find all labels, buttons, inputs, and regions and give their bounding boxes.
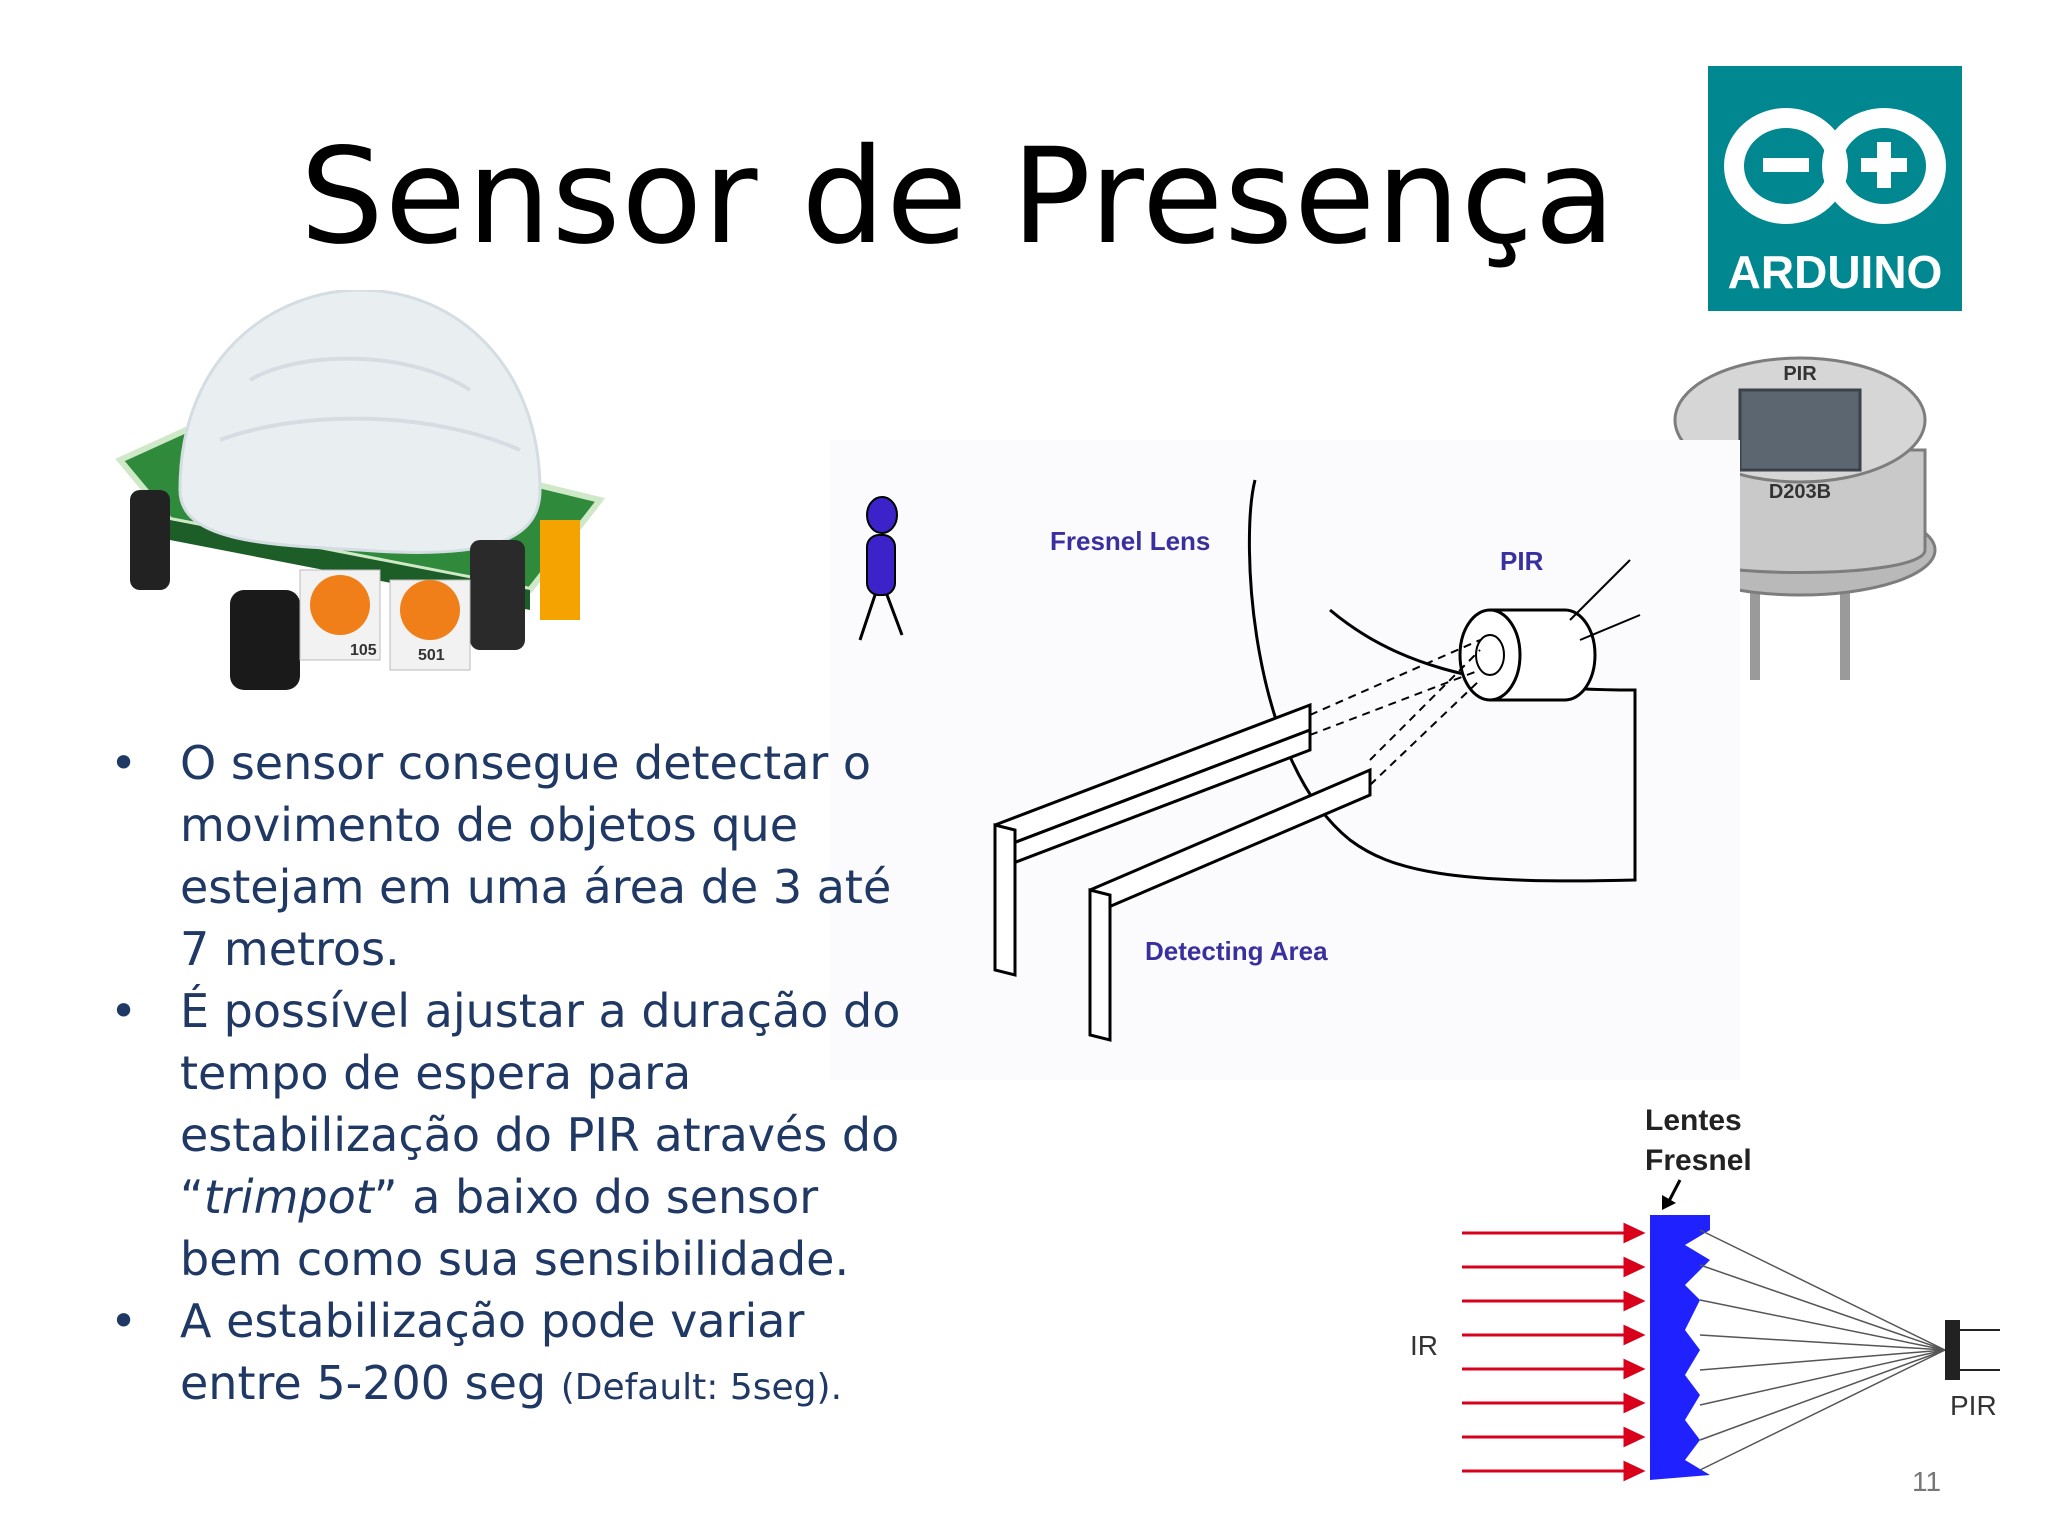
beam-line (1369, 649, 1481, 761)
focus-ray (1699, 1349, 1946, 1371)
ir-ray-arrowhead (1623, 1426, 1646, 1448)
pir-label: PIR (1500, 546, 1544, 576)
bullet-dot: • (110, 984, 138, 1038)
fresnel-lens-profile (1650, 1215, 1710, 1480)
beam-line (1309, 669, 1481, 736)
lens-label-line2: Fresnel (1645, 1144, 1752, 1177)
lens-ray-diagram: Lentes Fresnel IR PIR (1410, 1104, 2000, 1482)
pir-lead (1569, 559, 1631, 621)
sensor-window (1738, 388, 1862, 472)
bullet-text: ” a baixo do sensor bem como sua sensibi… (180, 1170, 850, 1286)
bullet-text: É possível ajustar a duração do tempo de… (180, 984, 901, 1224)
area-bar-front (993, 823, 1017, 977)
ir-ray-arrowhead (1623, 1358, 1646, 1380)
trimpot-b (400, 580, 460, 640)
dome-facet-line (248, 356, 472, 392)
trimpot-a (310, 575, 370, 635)
bullet-item: • A estabilização pode variar entre 5-20… (110, 1290, 910, 1419)
ir-ray-arrowhead (1623, 1256, 1646, 1278)
dome-facet-line (219, 416, 521, 452)
focus-ray (1699, 1349, 1946, 1441)
slide-title: Sensor de Presença (300, 120, 1617, 274)
capacitor (230, 590, 300, 690)
fresnel-lens-shape (1247, 479, 1637, 883)
ir-ray-arrowhead (1623, 1392, 1646, 1414)
ir-ray-arrowhead (1623, 1290, 1646, 1312)
ir-ray-arrowhead (1623, 1222, 1646, 1244)
bullet-list: • O sensor consegue detectar o movimento… (110, 732, 910, 1419)
focus-ray (1699, 1229, 1946, 1351)
pir-cylinder-window (1475, 634, 1505, 676)
ir-label: IR (1410, 1330, 1438, 1361)
logo-right-loop (1822, 108, 1946, 224)
person-leg (858, 594, 877, 641)
beam-line (1369, 679, 1481, 786)
arduino-logo: ARDUINO (1708, 66, 1962, 311)
bullet-note: (Default: 5seg). (560, 1367, 843, 1408)
capacitor (470, 540, 525, 650)
page-number: 11 (1912, 1466, 1942, 1497)
label-arrow (1666, 1179, 1682, 1204)
plus-icon-v (1877, 142, 1891, 188)
person-body (866, 534, 896, 596)
focus-ray (1699, 1349, 1946, 1406)
bullet-item: • É possível ajustar a duração do tempo … (110, 980, 910, 1290)
pir-module-image: 105 501 (115, 290, 606, 690)
person-head (866, 496, 898, 534)
sensor-pin (1750, 570, 1760, 680)
lens-label-line1: Lentes (1645, 1104, 1742, 1137)
logo-text: ARDUINO (1728, 246, 1943, 298)
pir-detector-icon (1945, 1320, 1960, 1380)
bullet-text: A estabilização pode variar entre 5-200 … (180, 1294, 805, 1410)
pot-label-b: 501 (418, 647, 445, 664)
focus-ray (1699, 1264, 1946, 1351)
fresnel-lens-label: Fresnel Lens (1050, 526, 1210, 556)
capacitor (130, 490, 170, 590)
ir-ray-arrowhead (1623, 1324, 1646, 1346)
focus-ray (1699, 1299, 1946, 1351)
detecting-area-label: Detecting Area (1145, 936, 1328, 966)
bullet-italic-term: trimpot (203, 1170, 374, 1224)
pir-output-label: PIR (1950, 1390, 1997, 1421)
minus-icon (1763, 158, 1809, 172)
person-leg (885, 594, 904, 636)
fresnel-dome (178, 290, 542, 554)
label-arrowhead (1662, 1195, 1676, 1210)
pot-label-a: 105 (350, 642, 377, 659)
can-top-label: PIR (1783, 363, 1817, 385)
bullet-dot: • (110, 1294, 138, 1348)
sensor-pin (1840, 570, 1850, 680)
bullet-dot: • (110, 736, 138, 790)
ir-ray-arrowhead (1623, 1460, 1646, 1482)
bullet-item: • O sensor consegue detectar o movimento… (110, 732, 910, 980)
pir-lead (1579, 614, 1641, 641)
detection-diagram: Fresnel Lens PIR Detecting Area (830, 440, 1740, 1080)
can-model-label: D203B (1769, 481, 1831, 503)
beam-line (1309, 639, 1481, 716)
area-bar-front (1088, 888, 1112, 1042)
bullet-text: O sensor consegue detectar o movimento d… (180, 736, 892, 976)
jumper (540, 520, 580, 620)
focus-ray (1699, 1349, 1946, 1471)
focus-ray (1699, 1334, 1946, 1351)
